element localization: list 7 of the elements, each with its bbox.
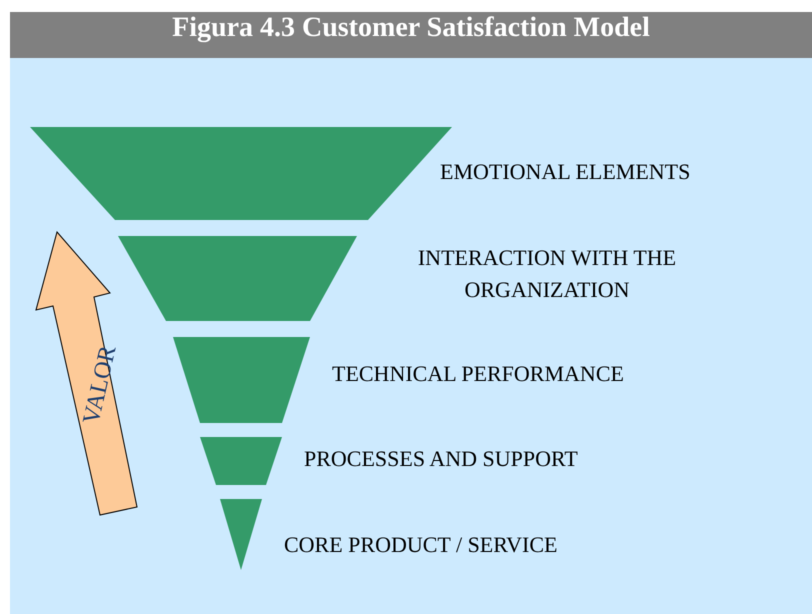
segment-label: INTERACTION WITH THE ORGANIZATION: [416, 244, 678, 304]
arrow-label: VALOR: [79, 344, 121, 426]
segment-label: CORE PRODUCT / SERVICE: [284, 531, 558, 559]
segment-label: EMOTIONAL ELEMENTS: [440, 158, 692, 186]
figure-title: Figura 4.3 Customer Satisfaction Model: [171, 12, 651, 45]
segment-label: TECHNICAL PERFORMANCE: [332, 360, 625, 388]
segment-label: PROCESSES AND SUPPORT: [304, 445, 579, 473]
